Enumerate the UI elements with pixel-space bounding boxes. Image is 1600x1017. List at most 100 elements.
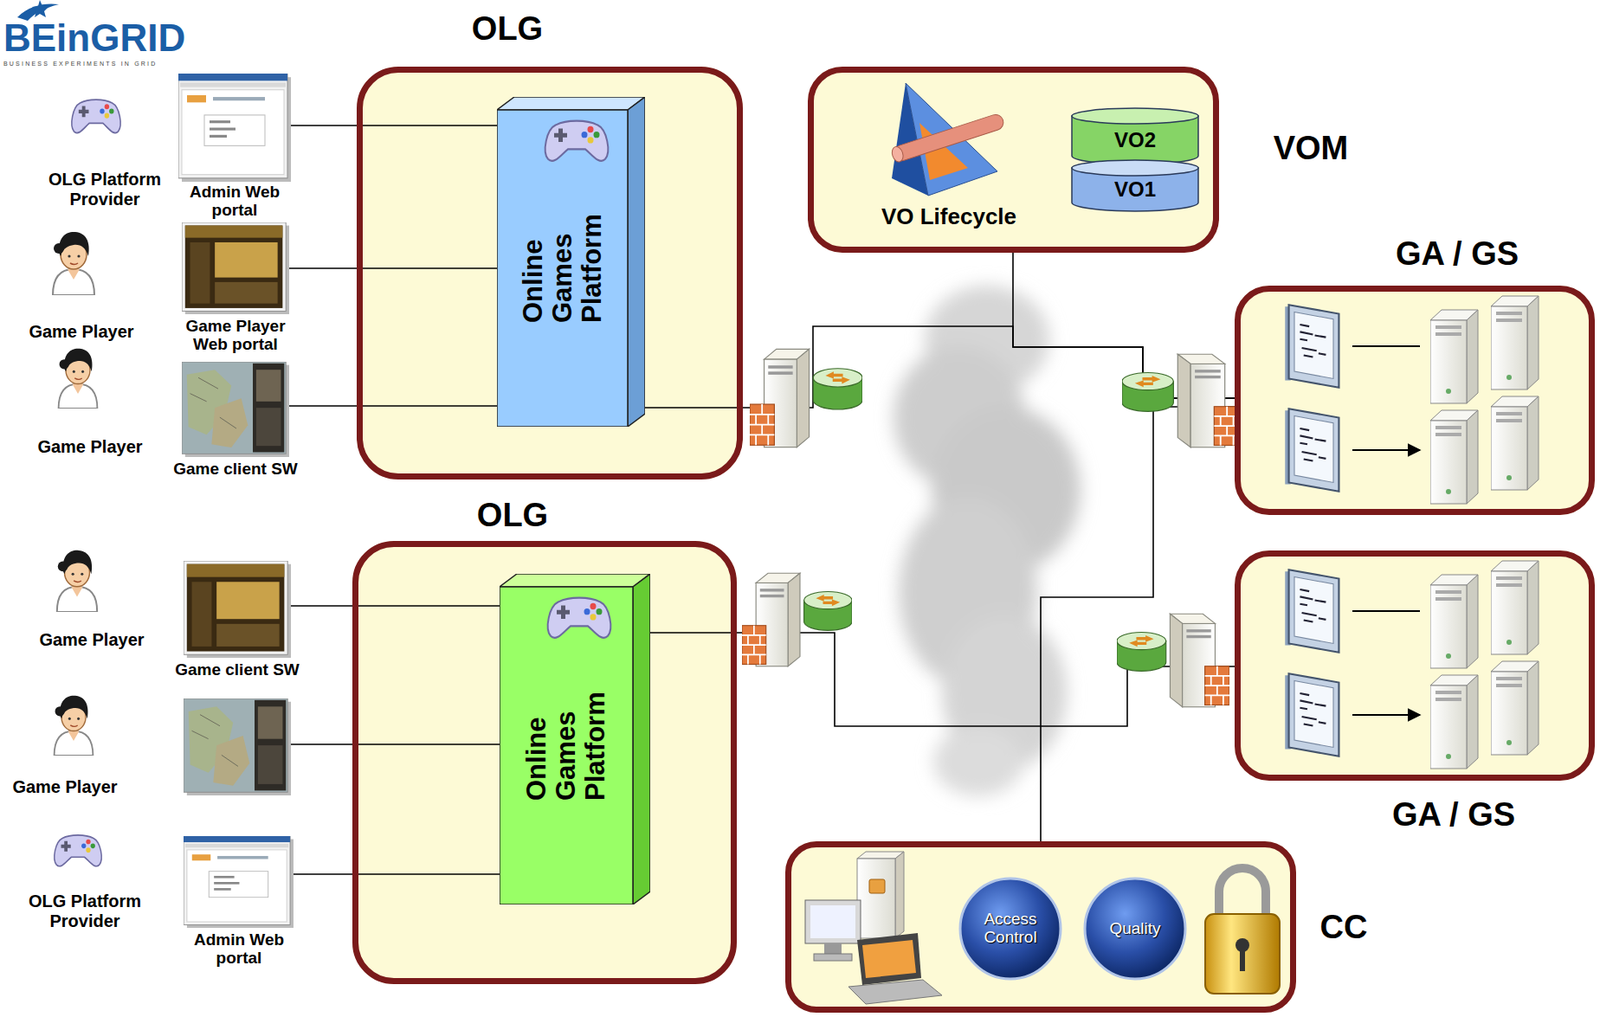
actor-label: Game Player	[29, 437, 151, 458]
cylinder-label: VO1	[1114, 178, 1156, 201]
platform-box: Online Games Platform	[496, 96, 646, 427]
box-heading: CC	[1309, 909, 1379, 948]
provider-icon	[71, 99, 121, 134]
olg-box: OLGOnline Games Platform	[352, 541, 737, 985]
text-slot: OLG Platform Provider	[11, 891, 159, 932]
box-heading: GA / GS	[1367, 796, 1541, 835]
platform-label: Online Games Platform	[522, 653, 611, 801]
platform-top	[496, 96, 646, 110]
router-icon	[1116, 613, 1230, 708]
security-icons	[805, 851, 1280, 1005]
screenshot-node: Admin Web portal	[165, 73, 304, 222]
platform-front	[496, 109, 628, 427]
text-slot: GA / GS	[1370, 235, 1544, 274]
platform-side	[627, 96, 646, 427]
text-slot: Quality	[1082, 876, 1188, 982]
player-icon	[57, 550, 97, 613]
service-circle: Access Control	[957, 876, 1064, 982]
screenshot-caption: Admin Web portal	[169, 931, 309, 968]
text-slot: OLG	[455, 10, 560, 49]
text-slot: Game Player	[20, 322, 142, 342]
logo-text: BUSINESS EXPERIMENTS IN GRID	[3, 60, 229, 68]
text-slot: Access Control	[957, 876, 1064, 982]
cc-box: CCAccess ControlQuality	[785, 841, 1297, 1013]
text-slot: Game Player	[4, 777, 126, 798]
connector	[1040, 406, 1235, 842]
text-slot: Game client SW	[161, 460, 310, 479]
screenshot	[183, 561, 291, 659]
connector	[308, 873, 500, 876]
text-slot: VOM	[1263, 129, 1359, 168]
text-slot: OLG	[460, 496, 565, 536]
screenshot	[178, 73, 291, 182]
connector	[309, 405, 497, 407]
actor-label: Game Player	[31, 630, 153, 651]
connector	[310, 605, 500, 607]
cloud-shape	[893, 285, 1081, 797]
actor-label: OLG Platform Provider	[31, 169, 179, 210]
screenshot-caption: Game client SW	[161, 460, 310, 479]
text-slot: Admin Web portal	[165, 183, 304, 220]
actor-label: Game Player	[4, 777, 126, 798]
player-icon	[58, 348, 98, 409]
box-heading: VOM	[1263, 129, 1359, 168]
text-slot: CC	[1309, 909, 1379, 948]
screenshot-caption: Game client SW	[163, 661, 311, 680]
circle-label: Quality	[1090, 920, 1181, 939]
actor-label: Game Player	[20, 322, 142, 342]
vom-box: VOMVO LifecycleVO2VO1	[807, 66, 1220, 253]
logo-text: BEinGRID	[3, 19, 229, 58]
logo-mark	[17, 0, 59, 21]
text-slot: BEinGRID	[3, 19, 229, 58]
provider-icon	[54, 835, 102, 867]
text-slot: Game Player	[31, 630, 153, 651]
connector	[304, 267, 497, 270]
screenshot-node: Game client SW	[161, 361, 310, 482]
grid-resources	[1284, 296, 1539, 769]
box-heading: GA / GS	[1370, 235, 1544, 274]
gamepad-icon	[545, 121, 608, 162]
text-slot: VO Lifecycle	[862, 204, 1036, 231]
screenshot	[181, 222, 290, 315]
actor-label: OLG Platform Provider	[11, 891, 159, 932]
vo-cylinder: VO1	[1070, 159, 1200, 212]
vo-lifecycle-icon	[890, 83, 1006, 196]
text-slot: BUSINESS EXPERIMENTS IN GRID	[3, 60, 229, 68]
olg-box: OLGOnline Games Platform	[356, 66, 743, 480]
gamepad-icon	[548, 598, 611, 639]
circle-fill	[960, 878, 1061, 980]
text-slot: Admin Web portal	[169, 931, 309, 968]
box-text: VO Lifecycle	[862, 204, 1036, 231]
screenshot-node: Game Player Web portal	[166, 222, 305, 357]
text-slot: GA / GS	[1367, 796, 1541, 835]
service-circle: Quality	[1082, 876, 1188, 982]
screenshot-node: Admin Web portal	[169, 836, 309, 971]
platform-box: Online Games Platform	[499, 574, 651, 905]
circle-fill	[1084, 878, 1186, 980]
router-icon	[741, 573, 852, 667]
connector	[303, 124, 497, 127]
screenshot-caption: Game Player Web portal	[166, 317, 305, 355]
player-icon	[52, 232, 95, 296]
screenshot	[181, 361, 290, 458]
platform-label: Online Games Platform	[517, 175, 607, 323]
screenshot-caption: Admin Web portal	[165, 183, 304, 220]
text-slot: Game Player Web portal	[166, 317, 305, 355]
text-slot: Game client SW	[163, 661, 311, 680]
screenshot-node: Game client SW	[163, 561, 311, 683]
platform-side	[632, 574, 651, 905]
ga-gs-box: GA / GS	[1234, 550, 1595, 781]
platform-top	[499, 574, 651, 588]
text-slot: VO2	[1070, 124, 1200, 156]
cylinder-label: VO2	[1114, 129, 1156, 152]
player-icon	[54, 696, 94, 756]
platform-front	[499, 587, 633, 905]
router-icon	[1122, 354, 1240, 448]
box-heading: OLG	[460, 496, 565, 536]
screenshot	[183, 698, 291, 796]
vo-cylinder: VO2	[1070, 107, 1200, 165]
text-slot: OLG Platform Provider	[31, 169, 179, 210]
